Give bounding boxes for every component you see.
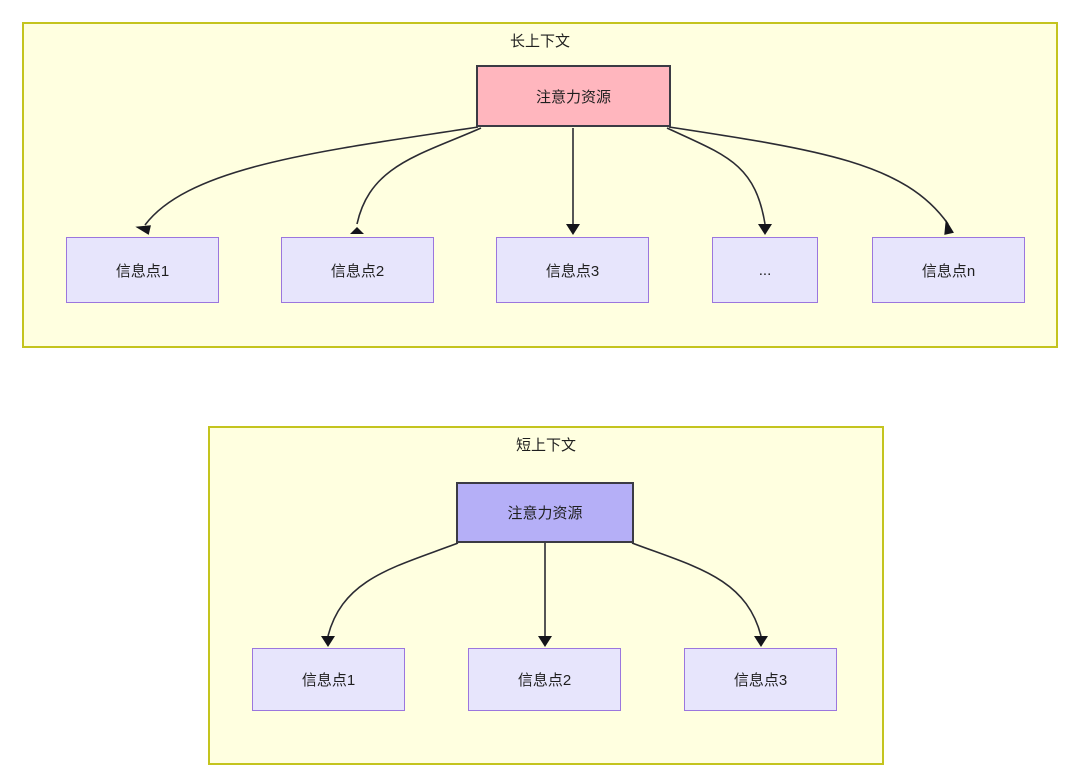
node-label: 信息点2 bbox=[330, 262, 385, 280]
node-label: 信息点2 bbox=[517, 672, 572, 689]
node-long-leaf-3[interactable]: 信息点3 bbox=[496, 237, 649, 303]
node-label: 信息点3 bbox=[733, 672, 788, 689]
node-label: 注意力资源 bbox=[507, 505, 583, 522]
node-long-leaf-2[interactable]: 信息点2 bbox=[281, 237, 434, 303]
node-label: 信息点1 bbox=[301, 672, 356, 689]
node-short-leaf-3[interactable]: 信息点3 bbox=[684, 648, 837, 711]
node-short-leaf-2[interactable]: 信息点2 bbox=[468, 648, 621, 711]
node-short-root-attention-resource[interactable]: 注意力资源 bbox=[456, 482, 634, 543]
node-label: 信息点1 bbox=[115, 262, 170, 280]
node-long-root-attention-resource[interactable]: 注意力资源 bbox=[476, 65, 671, 127]
node-short-leaf-1[interactable]: 信息点1 bbox=[252, 648, 405, 711]
node-label: 信息点3 bbox=[545, 262, 600, 280]
panel-long-context-title: 长上下文 bbox=[509, 33, 570, 50]
node-label: 注意力资源 bbox=[535, 88, 611, 106]
node-long-leaf-ellipsis[interactable]: ... bbox=[712, 237, 818, 303]
node-long-leaf-1[interactable]: 信息点1 bbox=[66, 237, 219, 303]
panel-short-context-title: 短上下文 bbox=[515, 437, 576, 454]
node-long-leaf-n[interactable]: 信息点n bbox=[872, 237, 1025, 303]
panel-short-context: 短上下文 bbox=[208, 426, 884, 765]
node-label: ... bbox=[758, 261, 772, 279]
node-label: 信息点n bbox=[921, 262, 976, 280]
